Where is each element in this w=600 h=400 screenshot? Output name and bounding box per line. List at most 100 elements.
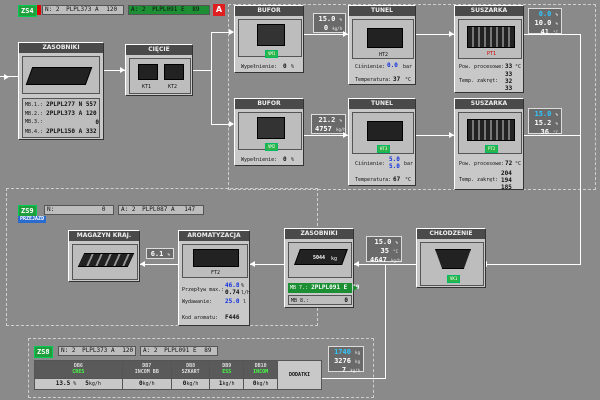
aromat-flow-label: Przepływ max.: — [182, 287, 225, 293]
suszarka2-panel[interactable]: SUSZARKA PT2 Pow. procesowe: 72 Temp. za… — [454, 98, 524, 191]
tunel2-title: TUNEL — [349, 99, 415, 109]
dryer-icon — [467, 26, 515, 48]
table-unit: kg/h — [142, 381, 155, 388]
suszarka1-proc-label: Pow. procesowe: — [459, 64, 505, 70]
tunel2-temp-unit: °C — [405, 177, 412, 183]
zasob-bottom-kg: 5044 — [313, 255, 326, 261]
bufor1-visual: VM1 — [238, 19, 302, 58]
zasob-row-key: MB.1.: — [25, 102, 44, 108]
zasob-row-val: 2PLPL277 N 557 — [46, 101, 97, 108]
table-sub: INCOM — [253, 369, 269, 376]
zasobniki-bottom-panel[interactable]: ZASOBNIKI 5044 kg MB 7.: 2PLPL091 E 89 M… — [284, 228, 359, 308]
bufor1-tag: VM1 — [265, 50, 279, 58]
zs4-red-marker — [37, 5, 41, 15]
readout-value: 15.2 — [534, 119, 552, 127]
readout-value: 1740 — [334, 348, 351, 356]
chlodzenie-panel[interactable]: CHŁODZENIE VK1 — [416, 228, 486, 288]
readout-value: 10.0 — [534, 19, 552, 27]
suszarka2-proc-value: 72 — [505, 160, 513, 167]
table-value-cell: 0kg/h — [243, 377, 279, 391]
zs8-a-strip: A: 2 PLPL091 E 89 — [140, 346, 218, 356]
dodatki-cell[interactable]: DODATKI — [277, 360, 322, 390]
zs8-a-code: PLPL091 E — [164, 347, 197, 354]
readout-unit: % — [555, 12, 558, 17]
aromat-dispense-unit: l — [243, 299, 247, 305]
table-unit: kg/h — [186, 381, 199, 388]
cutter-icon — [138, 64, 158, 80]
aromatyzacja-panel[interactable]: AROMATYZACJA FT2 Przepływ max.: 46.8 % 0… — [178, 230, 250, 326]
aromatyzacja-tag: FT2 — [211, 270, 221, 276]
flow-line — [580, 34, 581, 264]
tunel2-visual: HT3 — [352, 112, 414, 154]
flow-arrow — [229, 121, 234, 127]
zs4-alarm-badge[interactable]: A — [213, 4, 225, 16]
bufor1-title: BUFOR — [235, 6, 303, 16]
flow-line — [304, 135, 348, 136]
tunel2-pressure-label: Ciśnienie: — [355, 161, 386, 167]
table-value-cell: 1kg/h — [209, 377, 245, 391]
zs8-label[interactable]: ZS8 — [34, 346, 53, 358]
magazyn-panel[interactable]: MAGAZYN KRAJ. — [68, 230, 140, 282]
zs9-sublabel: PRZEJAZD — [18, 216, 47, 223]
readout-value: 3276 — [334, 357, 351, 365]
ciecie-panel[interactable]: CIĘCIE KT1 KT2 — [125, 44, 193, 96]
readout-value: 4647 — [370, 256, 387, 264]
chlodzenie-title: CHŁODZENIE — [417, 229, 485, 239]
suszarka2-visual: PT2 — [458, 112, 522, 154]
readout-unit: % — [395, 240, 398, 245]
flow-arrow — [229, 29, 234, 35]
zone-top-outline — [228, 4, 596, 190]
aromat-code-value: F446 — [225, 314, 240, 321]
readout-value: 6.1 — [150, 250, 164, 258]
tunel1-panel[interactable]: TUNEL HT2 Ciśnienie: 0.0 bar Temperatura… — [348, 5, 416, 85]
zs9-a-val: 147 — [184, 206, 196, 213]
zs8-n-label: N: 2 — [61, 347, 76, 354]
readout-unit: °C — [553, 130, 558, 135]
readout-unit: kg/h — [332, 26, 342, 31]
cooling-readout: 15.0 % 35 °C 4647 kg/h — [366, 236, 402, 264]
flow-line — [524, 34, 580, 35]
table-header: DB9 — [222, 363, 232, 370]
zs4-a-strip: A: 2 PLPL091 E 89 — [128, 5, 210, 15]
readout-value: 15.0 — [534, 110, 552, 118]
flow-line — [250, 264, 284, 265]
zasobniki-top-panel[interactable]: ZASOBNIKI MB.1.: 2PLPL277 N 557 MB.2.: 2… — [18, 42, 104, 140]
bufor2-panel[interactable]: BUFOR VM2 Wypełnienie: 0 % — [234, 98, 304, 166]
suszarka1-turn-value: 32 — [505, 78, 513, 85]
readout-unit: % — [555, 121, 558, 126]
zs8-n-code: PLPL373 A — [82, 347, 115, 354]
aromatyzacja-visual: FT2 — [182, 244, 248, 278]
mb7-row: MB 7.: 2PLPL091 E 89 — [288, 283, 359, 293]
zs4-n-code: PLPL373 A — [66, 6, 99, 13]
bufor1-panel[interactable]: BUFOR VM1 Wypełnienie: 0 % — [234, 5, 304, 73]
flow-arrow — [354, 261, 359, 267]
zs4-label[interactable]: ZS4 — [18, 5, 37, 17]
flow-line — [416, 34, 454, 35]
bufor1-readout: 15.0 % 0 kg/h — [313, 13, 346, 33]
tunel2-panel[interactable]: TUNEL HT3 Ciśnienie: 5.0 5.0 bar Tempera… — [348, 98, 416, 186]
mb8-key: MB 8.: — [291, 298, 310, 304]
flow-line — [104, 70, 125, 71]
readout-value: 4757 — [315, 125, 332, 133]
aromatyzacja-title: AROMATYZACJA — [179, 231, 249, 241]
tunnel-icon — [367, 28, 403, 48]
aromat-code-label: Kod aromatu: — [182, 315, 219, 321]
suszarka1-panel[interactable]: SUSZARKA PT1 Pow. procesowe: 33 Temp. za… — [454, 5, 524, 93]
bufor2-fill-unit: % — [291, 157, 295, 163]
bufor2-visual: VM2 — [238, 112, 302, 151]
readout-value: 0 — [323, 24, 329, 32]
flavoring-icon — [193, 249, 239, 267]
zasob-row: MB.1.: 2PLPL277 N 557 — [25, 101, 97, 108]
zasob-row-key: MB.2.: — [25, 111, 44, 117]
flow-line — [524, 135, 580, 136]
mb7-value: 2PLPL091 E — [311, 284, 348, 291]
mb7-key: MB 7.: — [290, 285, 309, 291]
table-header: DB7 — [142, 363, 152, 370]
suszarka2-turn-value: 204 — [501, 170, 512, 177]
zs4-a-code: PLPL091 E — [152, 6, 185, 13]
